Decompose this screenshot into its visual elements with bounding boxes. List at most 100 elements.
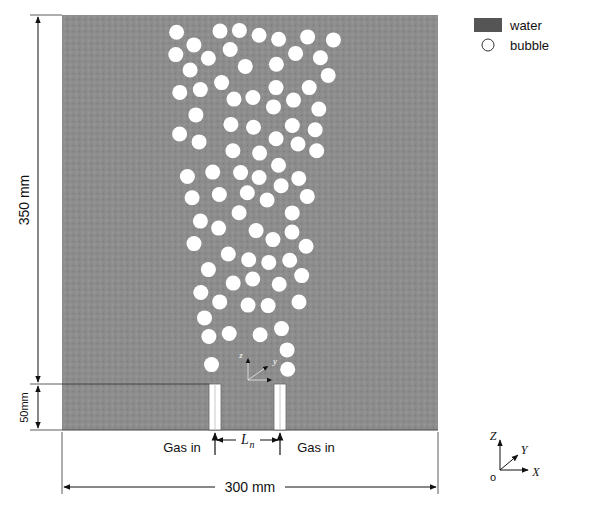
bubble — [271, 32, 286, 47]
dimension-label: o — [490, 472, 496, 483]
axis — [500, 440, 501, 470]
dimension-line — [260, 440, 278, 441]
bubble — [246, 120, 261, 135]
bubble — [285, 205, 300, 220]
gas-arrow — [214, 433, 215, 455]
bubble — [280, 362, 295, 377]
bubble — [249, 223, 264, 238]
bubble — [280, 342, 295, 357]
bubble — [282, 253, 297, 268]
bubble — [300, 29, 315, 44]
bubble — [193, 285, 208, 300]
bubble — [214, 75, 229, 90]
nozzle — [274, 384, 286, 430]
bubble — [261, 255, 276, 270]
dimension-label: 300 mm — [224, 480, 277, 494]
bubble — [285, 118, 300, 133]
bubble — [285, 225, 300, 240]
bubble-plume — [168, 23, 341, 377]
dimension-label: 350 mm — [17, 175, 31, 226]
gas-arrow — [279, 433, 280, 455]
bubble — [185, 190, 200, 205]
bubble — [201, 262, 216, 277]
bubble — [212, 294, 227, 309]
dimension-line — [38, 386, 39, 428]
bubble — [212, 187, 227, 202]
bubble — [183, 63, 198, 78]
bubble — [223, 117, 238, 132]
bubble — [266, 99, 281, 114]
bubble — [308, 122, 323, 137]
bubble — [186, 37, 201, 52]
bubble — [272, 277, 287, 292]
bubble — [291, 137, 306, 152]
bubble — [227, 92, 242, 107]
tank-bottom — [62, 430, 438, 431]
bubble — [291, 171, 306, 186]
bubble — [168, 47, 183, 62]
dimension-label: Gas in — [297, 441, 335, 454]
bubble — [172, 127, 187, 142]
bubble — [274, 321, 289, 336]
bubble — [232, 205, 247, 220]
legend-text: water — [510, 19, 542, 32]
bubble — [311, 102, 326, 117]
bubble — [187, 236, 202, 251]
bubble — [252, 28, 267, 43]
axis — [500, 455, 518, 470]
dimension-label: X — [532, 466, 539, 478]
bubble — [205, 165, 220, 180]
bubble — [201, 329, 216, 344]
bubble — [225, 143, 240, 158]
bubble — [326, 32, 341, 47]
bubble — [188, 107, 203, 122]
bubble — [193, 214, 208, 229]
bubble — [269, 131, 284, 146]
bubble — [201, 51, 216, 66]
bubble — [321, 68, 336, 83]
dimension-line — [285, 487, 436, 488]
legend-bubble-sample — [482, 39, 494, 51]
bubble — [288, 46, 303, 61]
bubble — [313, 50, 328, 65]
bubble — [294, 268, 309, 283]
dimension-line — [217, 440, 236, 441]
bubble — [192, 134, 207, 149]
reference-line — [30, 384, 209, 385]
bubble — [180, 169, 195, 184]
bubble — [309, 143, 324, 158]
bubble — [245, 272, 260, 287]
dimension-label: Y — [521, 444, 528, 456]
bubble — [193, 82, 208, 97]
dimension-line — [64, 487, 215, 488]
bubble — [226, 276, 241, 291]
bubble — [221, 247, 236, 262]
dimension-line — [38, 17, 39, 382]
bubble — [265, 232, 280, 247]
dimension-label: Z — [490, 430, 497, 442]
dimension-label: Gas in — [163, 441, 201, 454]
bubble — [241, 298, 256, 313]
dimension-label: z — [239, 351, 243, 360]
nozzle — [209, 384, 221, 430]
bubble — [222, 326, 237, 341]
water-region — [62, 15, 438, 430]
bubble — [197, 310, 212, 325]
bubble — [245, 90, 260, 105]
bubble — [233, 165, 248, 180]
dimension-label: n — [249, 440, 256, 450]
bubble — [252, 170, 267, 185]
axis — [500, 470, 528, 471]
local-axis — [248, 358, 249, 380]
bubble — [241, 252, 256, 267]
bubble — [252, 146, 267, 161]
local-axis — [248, 380, 272, 381]
bubble — [274, 178, 289, 193]
dimension-label: y — [273, 357, 277, 366]
bubble — [302, 80, 317, 95]
local-axis — [248, 366, 268, 380]
bubble — [269, 80, 284, 95]
bubble — [204, 357, 219, 372]
bubble — [211, 221, 226, 236]
